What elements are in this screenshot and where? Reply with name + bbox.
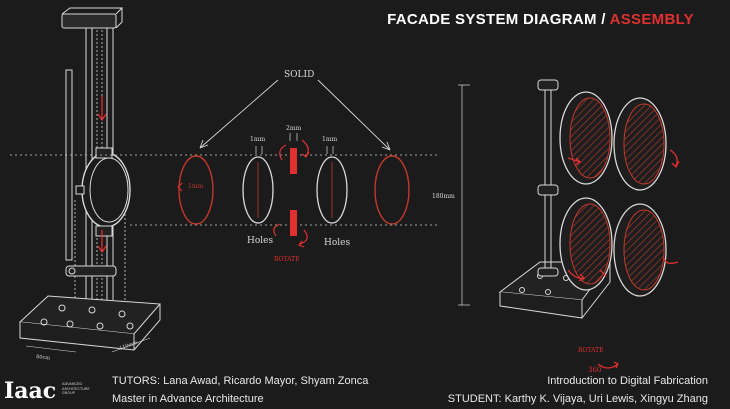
base-dim-front: 80cm [36,354,51,361]
right-assembled-module [458,79,680,369]
dim-1mm-lens: 1mm [188,183,204,190]
lens-solid-left [178,155,214,225]
logo-subtitle: ADVANCED ARCHITECTURE GROUP [62,382,90,396]
lens-top-right [623,103,665,185]
rotate-degrees: 360 [588,366,601,374]
lens-top-left [569,97,611,179]
lens-holes-right [316,156,348,224]
left-stand-assembly [18,7,162,353]
rotate-label-center: ROTATE [274,256,300,263]
page-title: FACADE SYSTEM DIAGRAM / ASSEMBLY [387,11,694,28]
lens-bottom-left [569,203,611,285]
lens-bottom-right [623,209,665,291]
rod-bottom [290,210,297,236]
left-red-arrows [97,96,107,254]
title-main: FACADE SYSTEM DIAGRAM / [387,11,610,28]
dim-1mm-right: 1mm [322,136,338,143]
program-text: Master in Advance Architecture [112,393,264,405]
course-text: Introduction to Digital Fabrication [547,375,708,387]
rotate-label-right: ROTATE [578,347,604,354]
rod-top [290,148,297,174]
holes-label-left: Holes [247,236,273,246]
iaac-logo: Iaac ADVANCED ARCHITECTURE GROUP [4,376,104,406]
dim-1mm-left: 1mm [250,136,266,143]
title-accent: ASSEMBLY [609,11,694,28]
height-dim: 180mm [432,193,455,200]
lens-holes-left [242,156,274,224]
tutors-text: TUTORS: Lana Awad, Ricardo Mayor, Shyam … [112,375,369,387]
lens-solid-right [374,155,410,225]
dim-2mm: 2mm [286,125,302,132]
holes-label-right: Holes [324,238,350,248]
solid-label: SOLID [284,70,314,80]
center-exploded-view [10,79,440,248]
students-text: STUDENT: Karthy K. Vijaya, Uri Lewis, Xi… [447,393,708,405]
logo-wordmark: Iaac [4,378,57,404]
